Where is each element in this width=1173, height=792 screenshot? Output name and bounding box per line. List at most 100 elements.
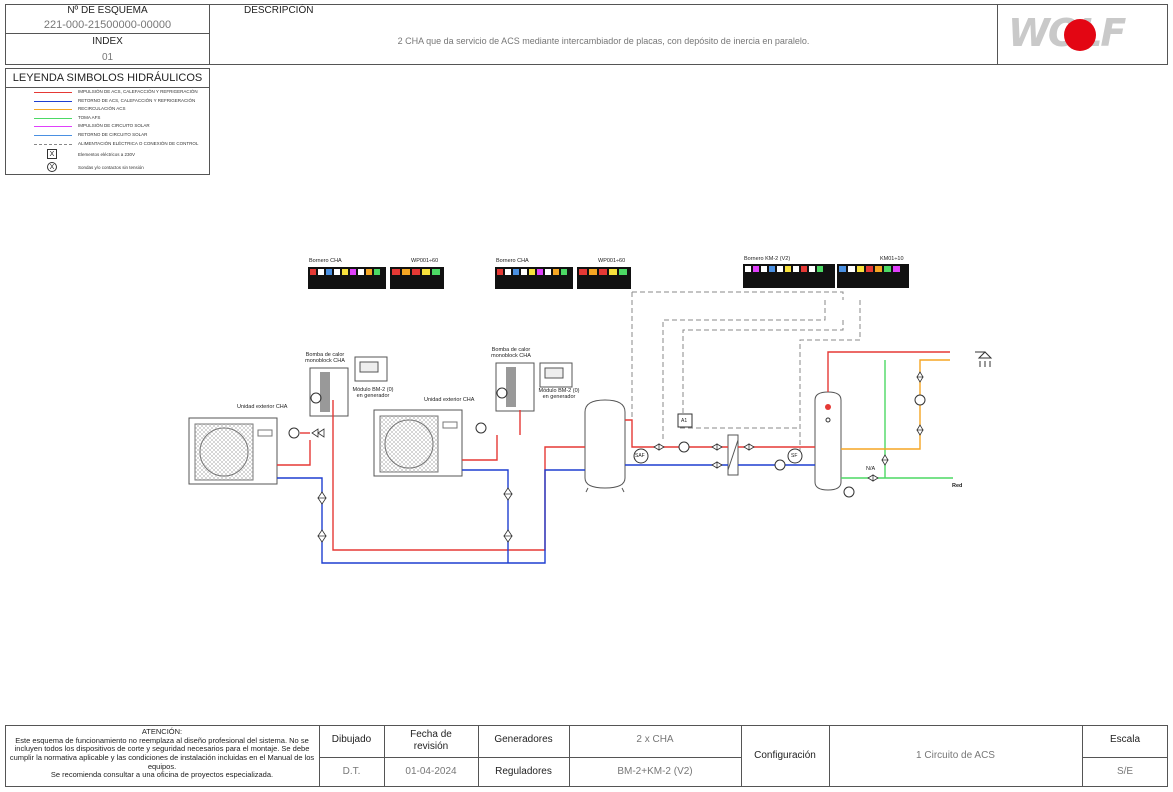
indoor-module-1: [309, 367, 349, 417]
outdoor-unit-1: [188, 417, 278, 485]
terminal-strip-3: [743, 264, 909, 288]
sensor-a1-label: A1: [681, 418, 688, 424]
outdoor-2-label: Unidad exterior CHA: [424, 397, 475, 403]
attention-title: ATENCIÓN:: [141, 727, 183, 736]
footer-divider: [569, 725, 570, 787]
electric-element-symbol-icon: X: [47, 149, 57, 159]
legend-line-swatch: [34, 117, 72, 119]
terminal-2-ref: WP001÷60: [598, 258, 626, 264]
terminal-1-ref: WP001÷60: [411, 258, 439, 264]
sensor-saf-label: SAF: [635, 453, 645, 459]
description-text: 2 CHA que da servicio de ACS mediante in…: [397, 36, 810, 46]
outdoor-unit-2: [373, 409, 463, 477]
description-label: DESCRIPCIÓN: [244, 5, 314, 16]
terminal-1-label: Bornero CHA: [309, 258, 342, 264]
logo-red-circle-icon: [1064, 19, 1096, 51]
valves: [311, 371, 924, 543]
legend-line-swatch: [34, 126, 72, 128]
pump-2-label-a: Bomba de calor: [491, 347, 531, 353]
scale-value: S/E: [1116, 766, 1134, 777]
footer-frame: [5, 725, 1168, 787]
module-2-label: Módulo BM-2 (0) en generador: [529, 388, 589, 400]
sensor-sf-label: SF: [791, 453, 798, 459]
sensor-symbol-icon: X: [47, 162, 57, 172]
cold-water-lines: [841, 360, 953, 479]
buffer-tank: [584, 399, 626, 493]
sensor-sf-icon: [787, 448, 803, 464]
pump-1-label-b: monoblock CHA: [305, 358, 345, 364]
legend-symbol-label: Elementos eléctricos a 230V: [78, 152, 136, 157]
red-label: Red: [952, 483, 963, 489]
legend-line-swatch: [34, 135, 72, 136]
footer-divider: [478, 725, 479, 787]
control-lines: [631, 291, 861, 455]
regulators-label: Reguladores: [495, 766, 552, 777]
generators-label: Generadores: [494, 734, 553, 745]
scale-label: Escala: [1109, 734, 1140, 745]
na-label: N/A: [866, 466, 876, 472]
date-label: Fecha de revisión: [410, 729, 452, 752]
terminal-strip-1: [308, 267, 444, 289]
generators-value: 2 x CHA: [636, 734, 674, 745]
module-1-label: Módulo BM-2 (0) en generador: [343, 387, 403, 399]
legend-item-label: RETORNO DE CIRCUITO SOLAR: [78, 132, 148, 137]
drawn-label: Dibujado: [331, 734, 372, 745]
legend-item-label: TOMA AFS: [78, 114, 101, 120]
legend-line-swatch: [34, 143, 72, 145]
outdoor-1-label: Unidad exterior CHA: [237, 404, 288, 410]
legend-item-label: ALIMENTACIÓN ELÉCTRICA O CONEXIÓN DE CON…: [78, 140, 199, 146]
footer-divider: [741, 725, 742, 787]
scheme-number-label: Nº DE ESQUEMA: [67, 5, 148, 16]
module-2-label-b: en generador: [542, 394, 576, 400]
footer-divider: [319, 725, 320, 787]
pumps: [288, 394, 926, 498]
module-1-label-a: Módulo BM-2 (0): [352, 387, 394, 393]
module-2-label-a: Módulo BM-2 (0): [538, 388, 580, 394]
terminal-2-label: Bornero CHA: [496, 258, 529, 264]
legend-item-label: IMPULSIÓN DE CIRCUITO SOLAR: [78, 123, 150, 129]
footer-divider: [829, 725, 830, 787]
drawn-value: D.T.: [342, 766, 361, 777]
legend-line-swatch: [34, 100, 72, 102]
scheme-number: 221-000-21500000-00000: [43, 19, 172, 31]
recirculation-lines: [841, 359, 950, 450]
terminal-strip-2: [495, 267, 631, 289]
footer-hdivider: [319, 757, 741, 758]
pump-1-label: Bomba de calor monoblock CHA: [295, 352, 355, 364]
logo-cell: [997, 4, 1168, 65]
regulators-value: BM-2+KM-2 (V2): [617, 766, 693, 777]
legend-divider: [5, 87, 210, 88]
legend-title: LEYENDA SIMBOLOS HIDRÁULICOS: [12, 72, 203, 84]
pump-1-label-a: Bomba de calor: [305, 352, 345, 358]
indoor-module-2: [495, 362, 535, 412]
legend-item-label: RECIRCULACIÓN ACS: [78, 106, 126, 112]
pump-2-label-b: monoblock CHA: [491, 353, 531, 359]
sensor-saf-icon: [633, 448, 649, 464]
sensor-a1-box: [677, 413, 693, 428]
legend-line-swatch: [34, 92, 72, 93]
footer-divider: [1082, 725, 1083, 787]
terminal-3-ref: KM01÷10: [880, 256, 904, 262]
bm2-module-2: [539, 362, 573, 388]
return-lines: [277, 464, 815, 564]
attention-text: Este esquema de funcionamiento no reempl…: [9, 735, 315, 771]
pump-2-label: Bomba de calor monoblock CHA: [481, 347, 541, 359]
legend-item-label: IMPULSIÓN DE ACS, CALEFACCIÓN Y REFRIGER…: [78, 89, 198, 94]
index-label: INDEX: [92, 36, 123, 47]
attention-text-2: Se recomienda consultar a una oficina de…: [50, 770, 274, 780]
legend-item-label: RETORNO DE ACS, CALEFACCIÓN Y REFRIGERAC…: [78, 97, 196, 103]
legend-box: [5, 68, 210, 175]
footer-hdivider: [1082, 757, 1168, 758]
attention-block: ATENCIÓN: Este esquema de funcionamiento…: [5, 727, 319, 780]
dhw-tank: [814, 391, 842, 491]
footer-divider: [384, 725, 385, 787]
bm2-module-1: [354, 356, 388, 382]
index-value: 01: [101, 52, 114, 63]
legend-symbol-label: Sondas y/o contactos sin tensión: [78, 165, 144, 170]
shower-icon: [975, 351, 993, 367]
config-label: Configuración: [754, 750, 816, 761]
date-value: 01-04-2024: [405, 766, 457, 777]
module-1-label-b: en generador: [356, 393, 390, 399]
config-value: 1 Circuito de ACS: [916, 750, 995, 761]
